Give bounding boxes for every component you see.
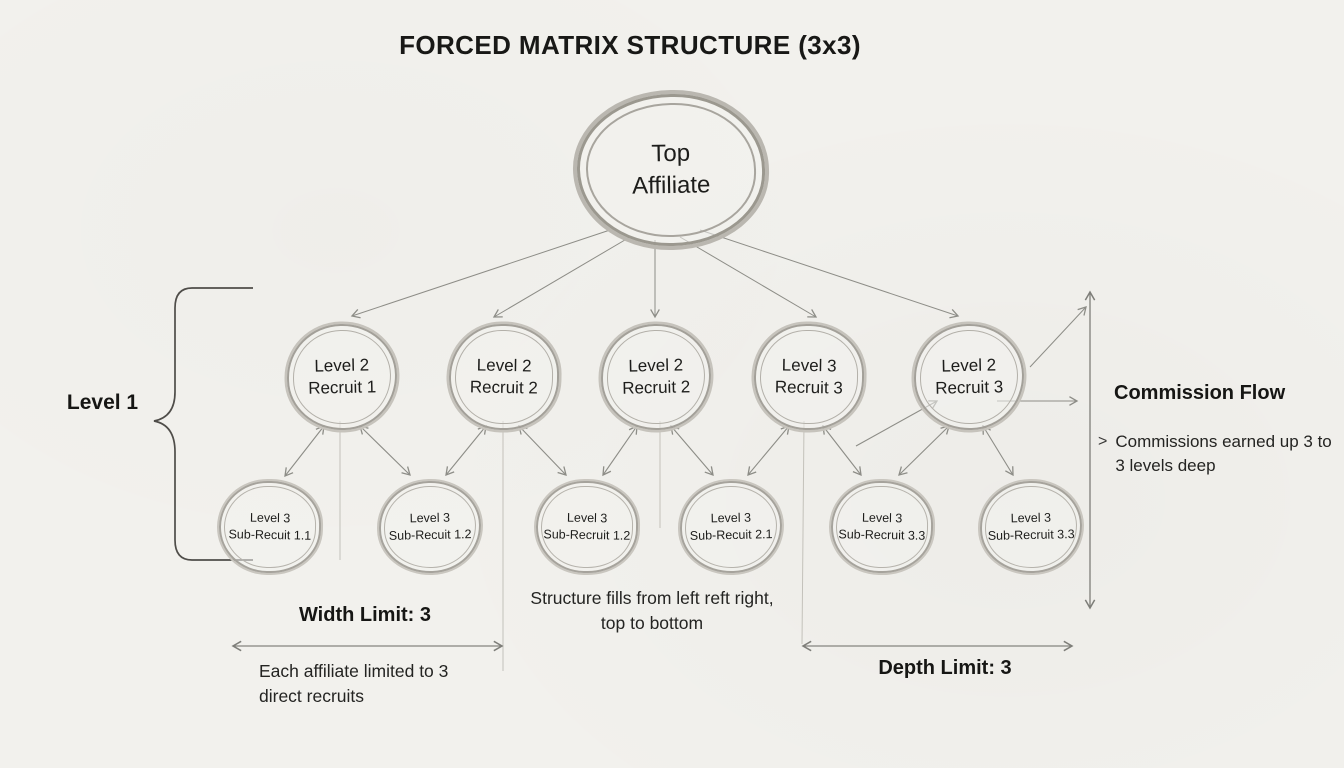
node-label-line2: Sub-Recruit 3.3: [987, 527, 1075, 543]
level1-bracket-label: Level 1: [66, 391, 139, 414]
node-label-line2: Recruit 2: [622, 377, 691, 398]
chevron-bullet-icon: >: [1098, 433, 1108, 450]
node-level2-recruit-2: Level 2 Recruit 2: [448, 323, 560, 431]
node-label-line2: Recruit 3: [935, 377, 1004, 398]
node-label-line2: Sub-Recruit 3.3: [838, 527, 926, 543]
commission-flow-heading: Commission Flow: [1114, 382, 1286, 404]
root-to-level2-arrows: [350, 229, 960, 319]
note-line1: Commissions earned up 3: [1115, 432, 1313, 451]
node-label-line1: Level 2: [941, 355, 997, 376]
level2-level3-arrows: [284, 400, 1014, 478]
node-label-line2: Recruit 3: [774, 377, 843, 398]
node-level3-subrecruit-6: Level 3 Sub-Recruit 3.3: [979, 479, 1083, 575]
note-line2: to 3 direct recruits: [259, 661, 449, 707]
node-level2-recruit-4: Level 3 Recruit 3: [753, 323, 865, 431]
node-level3-subrecruit-4: Level 3 Sub-Recuit 2.1: [679, 479, 783, 575]
node-label-line2: Sub-Recuit 1.2: [388, 527, 472, 543]
node-level3-subrecruit-2: Level 3 Sub-Recuit 1.2: [378, 479, 482, 575]
fill-order-note: Structure fills from left reft right, to…: [524, 586, 780, 636]
node-level2-recruit-5: Level 2 Recruit 3: [912, 322, 1026, 432]
node-label-line2: Recruit 1: [308, 377, 377, 398]
diagram-title: FORCED MATRIX STRUCTURE (3x3): [399, 30, 861, 60]
note-line2: reft right, top to bottom: [600, 588, 774, 633]
level1-brace: [153, 287, 253, 561]
node-label-line2: Recruit 2: [469, 377, 538, 398]
node-label-line1: Top: [651, 139, 691, 167]
node-level3-subrecruit-1: Level 3 Sub-Recuit 1.1: [218, 480, 322, 574]
node-label-line2: Sub-Recruit 1.2: [543, 527, 631, 543]
node-label-line2: Affiliate: [631, 171, 711, 200]
node-label-line2: Sub-Recuit 2.1: [689, 527, 773, 543]
node-level2-recruit-3: Level 2 Recruit 2: [599, 322, 713, 432]
node-level2-recruit-1: Level 2 Recruit 1: [285, 322, 399, 432]
node-label-line1: Level 2: [314, 355, 370, 376]
faint-drop-lines: [339, 420, 805, 671]
node-label-line1: Level 3: [409, 510, 451, 525]
commission-flow-note: > Commissions earned up 3 to 3 levels de…: [1098, 430, 1336, 478]
node-level3-subrecruit-5: Level 3 Sub-Recruit 3.3: [830, 480, 934, 574]
node-label-line2: Sub-Recuit 1.1: [228, 527, 312, 543]
note-line2: to 3 levels deep: [1115, 432, 1332, 476]
width-limit-note: Each affiliate limited to 3 direct recru…: [259, 659, 489, 710]
note-line1: Each affiliate limited: [259, 661, 415, 681]
node-label-line1: Level 3: [710, 510, 752, 525]
node-label-line1: Level 3: [566, 510, 608, 525]
node-label-line1: Level 3: [781, 355, 837, 376]
node-label-line1: Level 2: [476, 355, 532, 376]
depth-limit-label: Depth Limit: 3: [878, 657, 1012, 679]
node-label-line1: Level 3: [1010, 510, 1052, 525]
commission-flow-note-text: Commissions earned up 3 to 3 levels deep: [1115, 430, 1336, 478]
node-label-line1: Level 3: [249, 510, 291, 525]
node-label-line1: Level 2: [628, 355, 684, 376]
node-level3-subrecruit-3: Level 3 Sub-Recruit 1.2: [535, 480, 639, 574]
width-limit-label: Width Limit: 3: [298, 604, 432, 626]
note-line1: Structure fills from left: [530, 588, 700, 608]
node-top-affiliate: Top Affiliate: [575, 92, 767, 248]
node-label-line1: Level 3: [861, 510, 903, 525]
